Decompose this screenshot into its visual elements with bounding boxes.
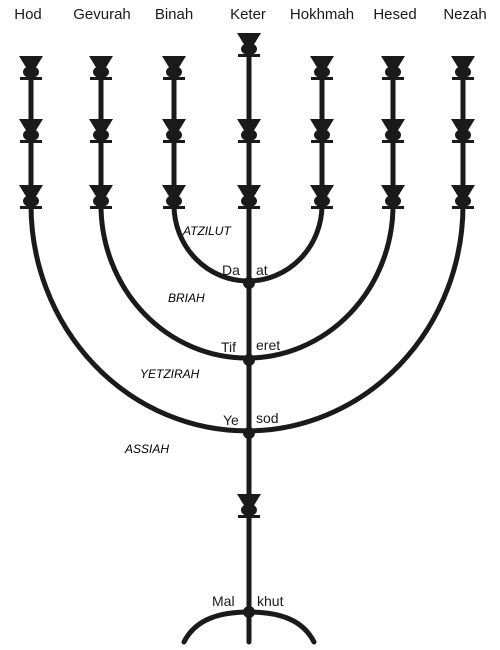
branch-label-hod: Hod — [14, 6, 42, 23]
node-label-daat-left: Da — [222, 262, 240, 278]
cups-nezah — [451, 56, 475, 209]
cups-hesed — [381, 56, 405, 209]
cups-binah — [162, 56, 186, 209]
branch-label-hokhmah: Hokhmah — [290, 6, 354, 23]
junction-nodes — [243, 277, 255, 618]
node-daat — [243, 277, 255, 289]
node-label-tiferet-left: Tif — [221, 339, 236, 355]
branch-label-binah: Binah — [155, 6, 193, 23]
world-label-atzilut: ATZILUT — [182, 224, 232, 238]
node-label-yesod-left: Ye — [223, 412, 239, 428]
node-label-yesod-right: sod — [256, 410, 279, 426]
branch-label-nezah: Nezah — [443, 6, 486, 23]
world-label-briah: BRIAH — [168, 291, 205, 305]
world-label-assiah: ASSIAH — [124, 442, 169, 456]
node-malkhut — [243, 606, 255, 618]
cups-gevurah — [89, 56, 113, 209]
node-label-malkhut-right: khut — [257, 593, 284, 609]
cups-hod — [19, 56, 43, 209]
node-tiferet — [243, 354, 255, 366]
branch-label-gevurah: Gevurah — [73, 6, 131, 23]
node-label-malkhut-left: Mal — [212, 593, 235, 609]
cups-stem-lower — [237, 494, 261, 518]
node-label-tiferet-right: eret — [256, 337, 280, 353]
branch-label-keter: Keter — [230, 6, 266, 23]
world-label-yetzirah: YETZIRAH — [140, 367, 200, 381]
node-label-daat-right: at — [256, 262, 268, 278]
branch-label-hesed: Hesed — [373, 6, 416, 23]
cups-hokhmah — [310, 56, 334, 209]
node-yesod — [243, 427, 255, 439]
